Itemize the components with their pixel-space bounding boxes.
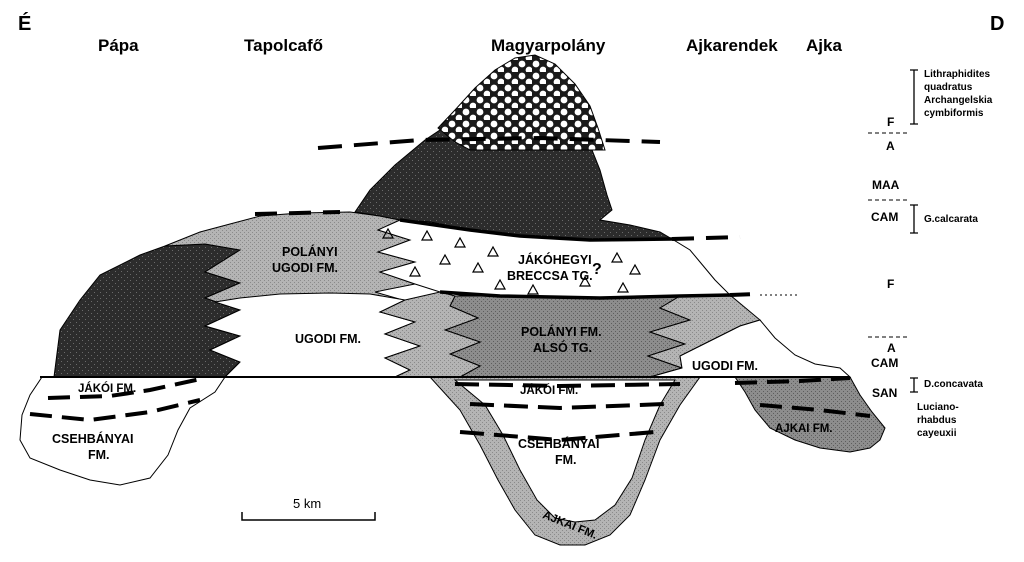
formation-csehbanyai-center-line2: FM.: [555, 453, 577, 467]
formation-polanyi-also-line1: POLÁNYI FM.: [521, 324, 602, 339]
strat-label-san: SAN: [872, 386, 897, 400]
locality-ajkarendek: Ajkarendek: [686, 36, 778, 55]
zone-g-calcarata: G.calcarata: [924, 214, 978, 225]
strat-label-f-middle: F: [887, 277, 894, 291]
stratigraphic-column: F A MAA CAM F A CAM SAN Lithraphidites q…: [868, 69, 993, 439]
formation-csehbanyai-west-line1: CSEHBÁNYAI: [52, 431, 134, 446]
scale-bar-label: 5 km: [293, 496, 321, 511]
zone-lucianorhabdus-line3: cayeuxii: [917, 428, 957, 439]
strat-label-cam-upper: CAM: [871, 210, 898, 224]
formation-polanyi-also-line2: ALSÓ TG.: [533, 340, 592, 355]
strat-label-cam-lower: CAM: [871, 356, 898, 370]
formation-ajkai-east: AJKAI FM.: [775, 423, 833, 435]
strat-label-maa: MAA: [872, 178, 900, 192]
locality-magyarpolany: Magyarpolány: [491, 36, 606, 55]
formation-jakohegyi-line1: JÁKÓHEGYI: [518, 252, 592, 267]
zone-lithraphidites-line2: quadratus: [924, 82, 973, 93]
strat-label-a-middle: A: [887, 341, 896, 355]
locality-ajka: Ajka: [806, 36, 842, 55]
zone-lithraphidites-line1: Lithraphidites: [924, 69, 991, 80]
zone-d-concavata: D.concavata: [924, 379, 983, 390]
locality-tapolcafo: Tapolcafő: [244, 36, 323, 55]
scale-bar: 5 km: [242, 496, 375, 520]
strat-label-f-upper: F: [887, 115, 894, 129]
question-mark: ?: [592, 261, 602, 278]
formation-csehbanyai-center-line1: CSEHBÁNYAI: [518, 436, 600, 451]
dashed-line-upper-2: [255, 212, 340, 214]
formation-polanyi-ugodi-line1: POLÁNYI: [282, 244, 338, 259]
dotted-summit-body: [438, 55, 605, 150]
formation-jakoi-center: JÁKÓI FM.: [520, 384, 578, 397]
formation-polanyi-ugodi-line2: UGODI FM.: [272, 261, 338, 275]
zone-archangelskia-line1: Archangelskia: [924, 95, 993, 106]
locality-papa: Pápa: [98, 36, 139, 55]
west-direction-label: É: [18, 12, 31, 35]
dashed-line-upper-3: [672, 237, 740, 239]
papa-dark-body: [54, 244, 240, 377]
zone-lucianorhabdus-line2: rhabdus: [917, 415, 957, 426]
zone-archangelskia-line2: cymbiformis: [924, 108, 984, 119]
strat-label-a-upper: A: [886, 139, 895, 153]
formation-jakohegyi-line2: BRECCSA TG.: [507, 269, 593, 283]
east-direction-label: D: [990, 13, 1004, 35]
formation-jakoi-west: JÁKÓI FM.: [78, 382, 136, 395]
dashed-line-upper-4: [730, 294, 755, 295]
zone-lucianorhabdus-line1: Luciano-: [917, 402, 959, 413]
formation-ugodi-east: UGODI FM.: [692, 359, 758, 373]
formation-ugodi-center: UGODI FM.: [295, 332, 361, 346]
formation-csehbanyai-west-line2: FM.: [88, 448, 110, 462]
